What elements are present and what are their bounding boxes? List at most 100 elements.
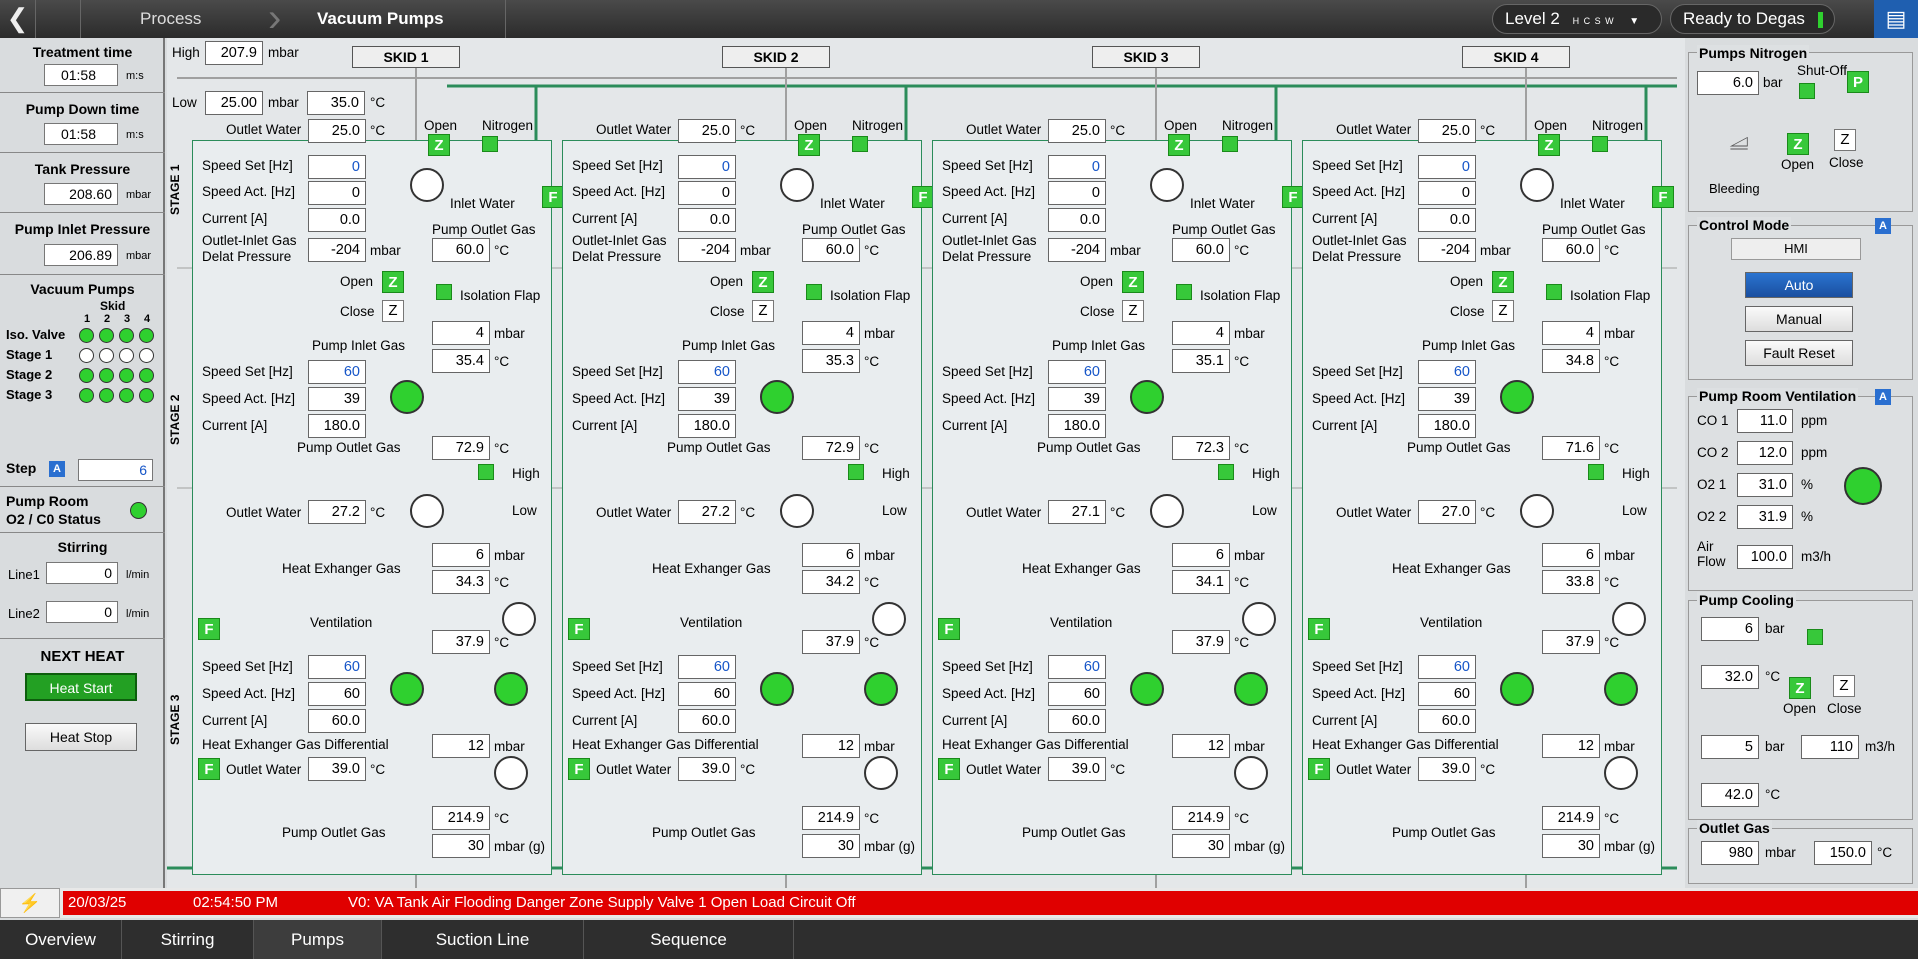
- nitrogen-p-button[interactable]: P: [1847, 71, 1869, 93]
- stage3-motor-icon[interactable]: [1604, 756, 1638, 790]
- monitor-icon[interactable]: ▤: [1874, 0, 1918, 38]
- isolation-open-button[interactable]: Z: [382, 271, 404, 293]
- ventilation-f-button[interactable]: F: [198, 618, 220, 640]
- stage1-pump-icon[interactable]: [780, 168, 814, 202]
- stage3-pump-icon[interactable]: [1130, 672, 1164, 706]
- inlet-water-f-button[interactable]: F: [912, 186, 934, 208]
- stage1-pump-icon[interactable]: [410, 168, 444, 202]
- stage3-water-pump-icon[interactable]: [1604, 672, 1638, 706]
- level-selector[interactable]: Level 2 H C S W ▼: [1492, 4, 1662, 34]
- lightning-icon[interactable]: ⚡: [0, 888, 60, 918]
- stage2-speed-set[interactable]: 60: [678, 360, 736, 384]
- stage3-motor-icon[interactable]: [494, 756, 528, 790]
- stage3-cooler-icon[interactable]: [502, 602, 536, 636]
- stage3-outlet-f-button[interactable]: F: [568, 758, 590, 780]
- stage1-speed-set[interactable]: 0: [308, 155, 366, 179]
- stage3-speed-set[interactable]: 60: [308, 655, 366, 679]
- isolation-flap-valve-icon[interactable]: [436, 284, 452, 300]
- stage3-speed-set[interactable]: 60: [1048, 655, 1106, 679]
- isolation-flap-valve-icon[interactable]: [806, 284, 822, 300]
- fault-reset-button[interactable]: Fault Reset: [1745, 340, 1853, 366]
- alarm-message-bar[interactable]: 20/03/25 02:54:50 PM V0: VA Tank Air Flo…: [63, 891, 1918, 915]
- inlet-water-f-button[interactable]: F: [542, 186, 564, 208]
- stage3-pump-icon[interactable]: [390, 672, 424, 706]
- tab-sequence[interactable]: Sequence: [584, 920, 794, 959]
- inlet-water-f-button[interactable]: F: [1652, 186, 1674, 208]
- stage2-pump-icon[interactable]: [390, 380, 424, 414]
- stage3-pump-icon[interactable]: [760, 672, 794, 706]
- heat-exchanger-icon[interactable]: [1150, 494, 1184, 528]
- nitrogen-valve-icon[interactable]: [482, 136, 498, 152]
- nitrogen-valve-icon[interactable]: [852, 136, 868, 152]
- isolation-flap-valve-icon[interactable]: [1176, 284, 1192, 300]
- nitrogen-open-button[interactable]: Z: [428, 134, 450, 156]
- stage2-pump-icon[interactable]: [1500, 380, 1534, 414]
- isolation-close-button[interactable]: Z: [1492, 300, 1514, 322]
- ventilation-fan-icon[interactable]: [1844, 467, 1882, 505]
- auto-button[interactable]: Auto: [1745, 272, 1853, 298]
- nitrogen-open-button[interactable]: Z: [1787, 133, 1809, 155]
- ventilation-f-button[interactable]: F: [568, 618, 590, 640]
- back-arrow-icon[interactable]: ❮: [0, 0, 36, 38]
- isolation-open-button[interactable]: Z: [1122, 271, 1144, 293]
- stage3-motor-icon[interactable]: [864, 756, 898, 790]
- tab-suction-line[interactable]: Suction Line: [382, 920, 584, 959]
- bleeding-valve-icon[interactable]: ⧡: [1729, 125, 1750, 155]
- heat-exchanger-icon[interactable]: [780, 494, 814, 528]
- stage1-speed-set[interactable]: 0: [678, 155, 736, 179]
- stage3-outlet-f-button[interactable]: F: [198, 758, 220, 780]
- tab-stirring[interactable]: Stirring: [122, 920, 254, 959]
- nitrogen-close-button[interactable]: Z: [1834, 129, 1856, 151]
- stage3-water-pump-icon[interactable]: [494, 672, 528, 706]
- stage3-water-pump-icon[interactable]: [864, 672, 898, 706]
- breadcrumb-process[interactable]: Process: [140, 9, 202, 28]
- stage1-pump-icon[interactable]: [1520, 168, 1554, 202]
- stage3-pump-icon[interactable]: [1500, 672, 1534, 706]
- stage2-pump-icon[interactable]: [1130, 380, 1164, 414]
- stage2-pump-icon[interactable]: [760, 380, 794, 414]
- stage3-cooler-icon[interactable]: [872, 602, 906, 636]
- high-valve-icon[interactable]: [848, 464, 864, 480]
- heat-exchanger-icon[interactable]: [1520, 494, 1554, 528]
- isolation-close-button[interactable]: Z: [752, 300, 774, 322]
- stage3-outlet-f-button[interactable]: F: [1308, 758, 1330, 780]
- stage3-outlet-f-button[interactable]: F: [938, 758, 960, 780]
- stage2-speed-set[interactable]: 60: [1048, 360, 1106, 384]
- tab-overview[interactable]: Overview: [0, 920, 122, 959]
- isolation-open-button[interactable]: Z: [752, 271, 774, 293]
- cooling-valve-icon[interactable]: [1807, 629, 1823, 645]
- step-mode-badge[interactable]: A: [49, 461, 65, 477]
- stage3-water-pump-icon[interactable]: [1234, 672, 1268, 706]
- shutoff-valve-icon[interactable]: [1799, 83, 1815, 99]
- heat-stop-button[interactable]: Heat Stop: [25, 723, 137, 751]
- stage1-speed-set[interactable]: 0: [1048, 155, 1106, 179]
- stage3-motor-icon[interactable]: [1234, 756, 1268, 790]
- stage2-speed-set[interactable]: 60: [308, 360, 366, 384]
- isolation-open-button[interactable]: Z: [1492, 271, 1514, 293]
- cooling-close-button[interactable]: Z: [1833, 675, 1855, 697]
- ventilation-f-button[interactable]: F: [938, 618, 960, 640]
- high-valve-icon[interactable]: [1218, 464, 1234, 480]
- isolation-flap-valve-icon[interactable]: [1546, 284, 1562, 300]
- cooling-open-button[interactable]: Z: [1789, 677, 1811, 699]
- nitrogen-valve-icon[interactable]: [1222, 136, 1238, 152]
- stage3-speed-set[interactable]: 60: [1418, 655, 1476, 679]
- nitrogen-open-button[interactable]: Z: [798, 134, 820, 156]
- stage3-cooler-icon[interactable]: [1242, 602, 1276, 636]
- stage1-pump-icon[interactable]: [1150, 168, 1184, 202]
- stage3-speed-set[interactable]: 60: [678, 655, 736, 679]
- stage1-speed-set[interactable]: 0: [1418, 155, 1476, 179]
- stage3-cooler-icon[interactable]: [1612, 602, 1646, 636]
- heat-start-button[interactable]: Heat Start: [25, 673, 137, 701]
- heat-exchanger-icon[interactable]: [410, 494, 444, 528]
- inlet-water-f-button[interactable]: F: [1282, 186, 1304, 208]
- high-valve-icon[interactable]: [478, 464, 494, 480]
- tab-pumps[interactable]: Pumps: [254, 920, 382, 959]
- stage2-speed-set[interactable]: 60: [1418, 360, 1476, 384]
- isolation-close-button[interactable]: Z: [382, 300, 404, 322]
- manual-button[interactable]: Manual: [1745, 306, 1853, 332]
- nitrogen-open-button[interactable]: Z: [1168, 134, 1190, 156]
- high-valve-icon[interactable]: [1588, 464, 1604, 480]
- nitrogen-open-button[interactable]: Z: [1538, 134, 1560, 156]
- ventilation-f-button[interactable]: F: [1308, 618, 1330, 640]
